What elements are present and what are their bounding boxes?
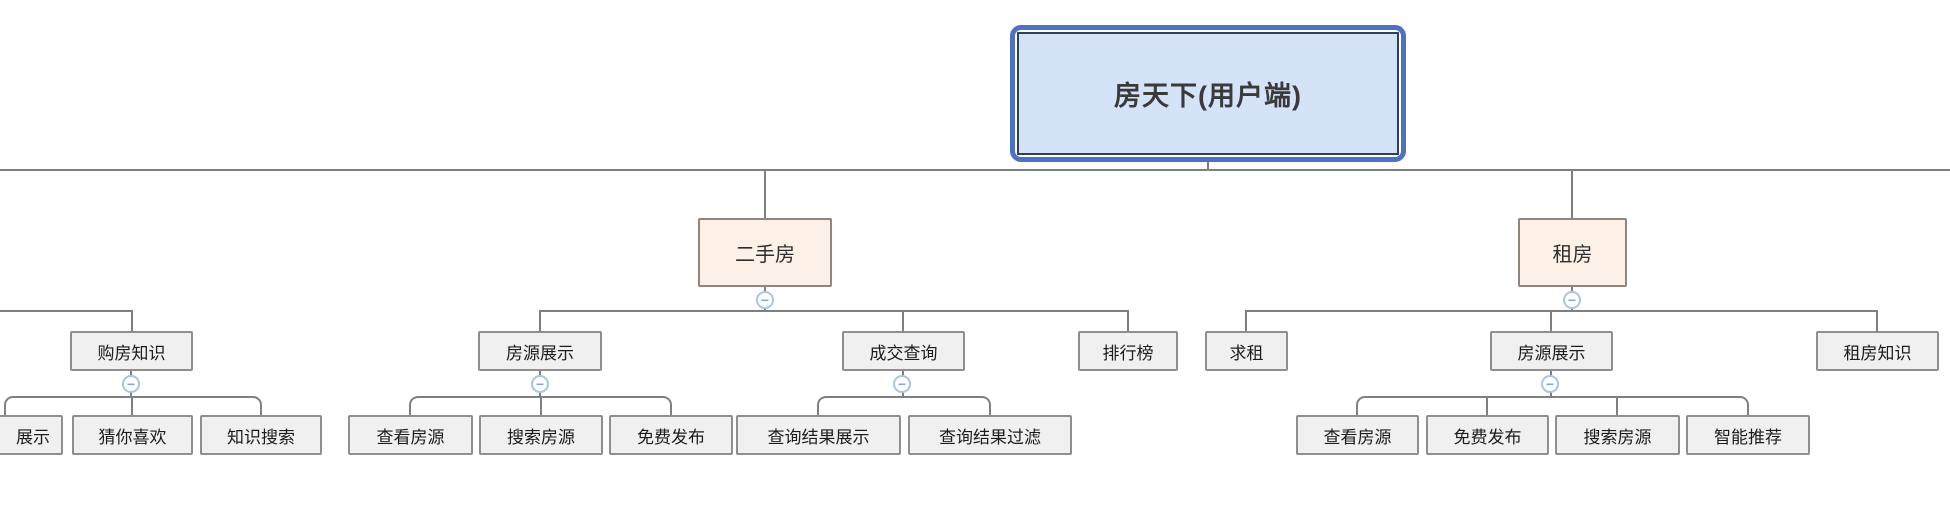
- node-shl-search[interactable]: 搜索房源: [479, 415, 603, 455]
- bracket-stub-shl-search: [540, 397, 542, 416]
- node-sh-ranking[interactable]: 排行榜: [1078, 331, 1178, 371]
- node-rent-knowledge[interactable]: 租房知识: [1816, 331, 1939, 371]
- node-sh-listing[interactable]: 房源展示: [478, 331, 602, 371]
- node-shl-free-post[interactable]: 免费发布: [609, 415, 733, 455]
- node-secondhand[interactable]: 二手房: [698, 218, 832, 287]
- connector-sh-ranking-drop: [1127, 310, 1129, 332]
- connector-rent-stub: [1571, 169, 1573, 219]
- connector-top-horizontal: [0, 169, 1950, 171]
- bracket-purchase-knowledge-children: [4, 396, 262, 416]
- connector-purchase-knowledge-drop: [131, 310, 133, 332]
- collapse-icon-sh-deal-query[interactable]: −: [893, 375, 911, 393]
- collapse-icon-secondhand[interactable]: −: [756, 291, 774, 309]
- node-rl-free-post[interactable]: 免费发布: [1426, 415, 1549, 455]
- connector-rent-children-horizontal: [1245, 310, 1878, 312]
- connector-rent-seek-drop: [1245, 310, 1247, 332]
- connector-sh-deal-query-drop: [902, 310, 904, 332]
- connector-rent-knowledge-drop: [1876, 310, 1878, 332]
- bracket-stub-rl-free-post: [1486, 397, 1488, 416]
- connector-secondhand-children-horizontal: [539, 310, 1129, 312]
- collapse-icon-rent[interactable]: −: [1563, 291, 1581, 309]
- bracket-stub-guess-you-like: [131, 397, 133, 416]
- bracket-stub-rl-search: [1616, 397, 1618, 416]
- node-rl-search[interactable]: 搜索房源: [1555, 415, 1680, 455]
- collapse-icon-sh-listing[interactable]: −: [531, 375, 549, 393]
- collapse-icon-rent-listing[interactable]: −: [1541, 375, 1559, 393]
- bracket-rent-listing-children: [1356, 396, 1749, 416]
- connector-root-stub: [1207, 157, 1209, 171]
- node-root[interactable]: 房天下(用户端): [1010, 25, 1406, 162]
- node-dq-result-display[interactable]: 查询结果展示: [736, 415, 901, 455]
- bracket-sh-deal-query-children: [817, 396, 991, 416]
- node-rent-seek[interactable]: 求租: [1205, 331, 1288, 371]
- node-rent[interactable]: 租房: [1518, 218, 1627, 287]
- node-root-label: 房天下(用户端): [1017, 32, 1399, 155]
- node-shl-view[interactable]: 查看房源: [348, 415, 473, 455]
- node-rl-smart-recommend[interactable]: 智能推荐: [1686, 415, 1810, 455]
- node-rl-view[interactable]: 查看房源: [1296, 415, 1419, 455]
- node-pk-guess-you-like[interactable]: 猜你喜欢: [72, 415, 193, 455]
- connector-sh-listing-drop: [539, 310, 541, 332]
- connector-secondhand-stub: [764, 169, 766, 219]
- node-sh-deal-query[interactable]: 成交查询: [842, 331, 965, 371]
- node-pk-knowledge-search[interactable]: 知识搜索: [200, 415, 322, 455]
- node-dq-result-filter[interactable]: 查询结果过滤: [908, 415, 1072, 455]
- node-rent-listing[interactable]: 房源展示: [1490, 331, 1613, 371]
- node-purchase-knowledge[interactable]: 购房知识: [70, 331, 193, 371]
- connector-offscreen-left-horizontal: [0, 310, 133, 312]
- connector-rent-listing-drop: [1550, 310, 1552, 332]
- node-pk-display[interactable]: 展示: [0, 415, 63, 455]
- collapse-icon-purchase-knowledge[interactable]: −: [122, 375, 140, 393]
